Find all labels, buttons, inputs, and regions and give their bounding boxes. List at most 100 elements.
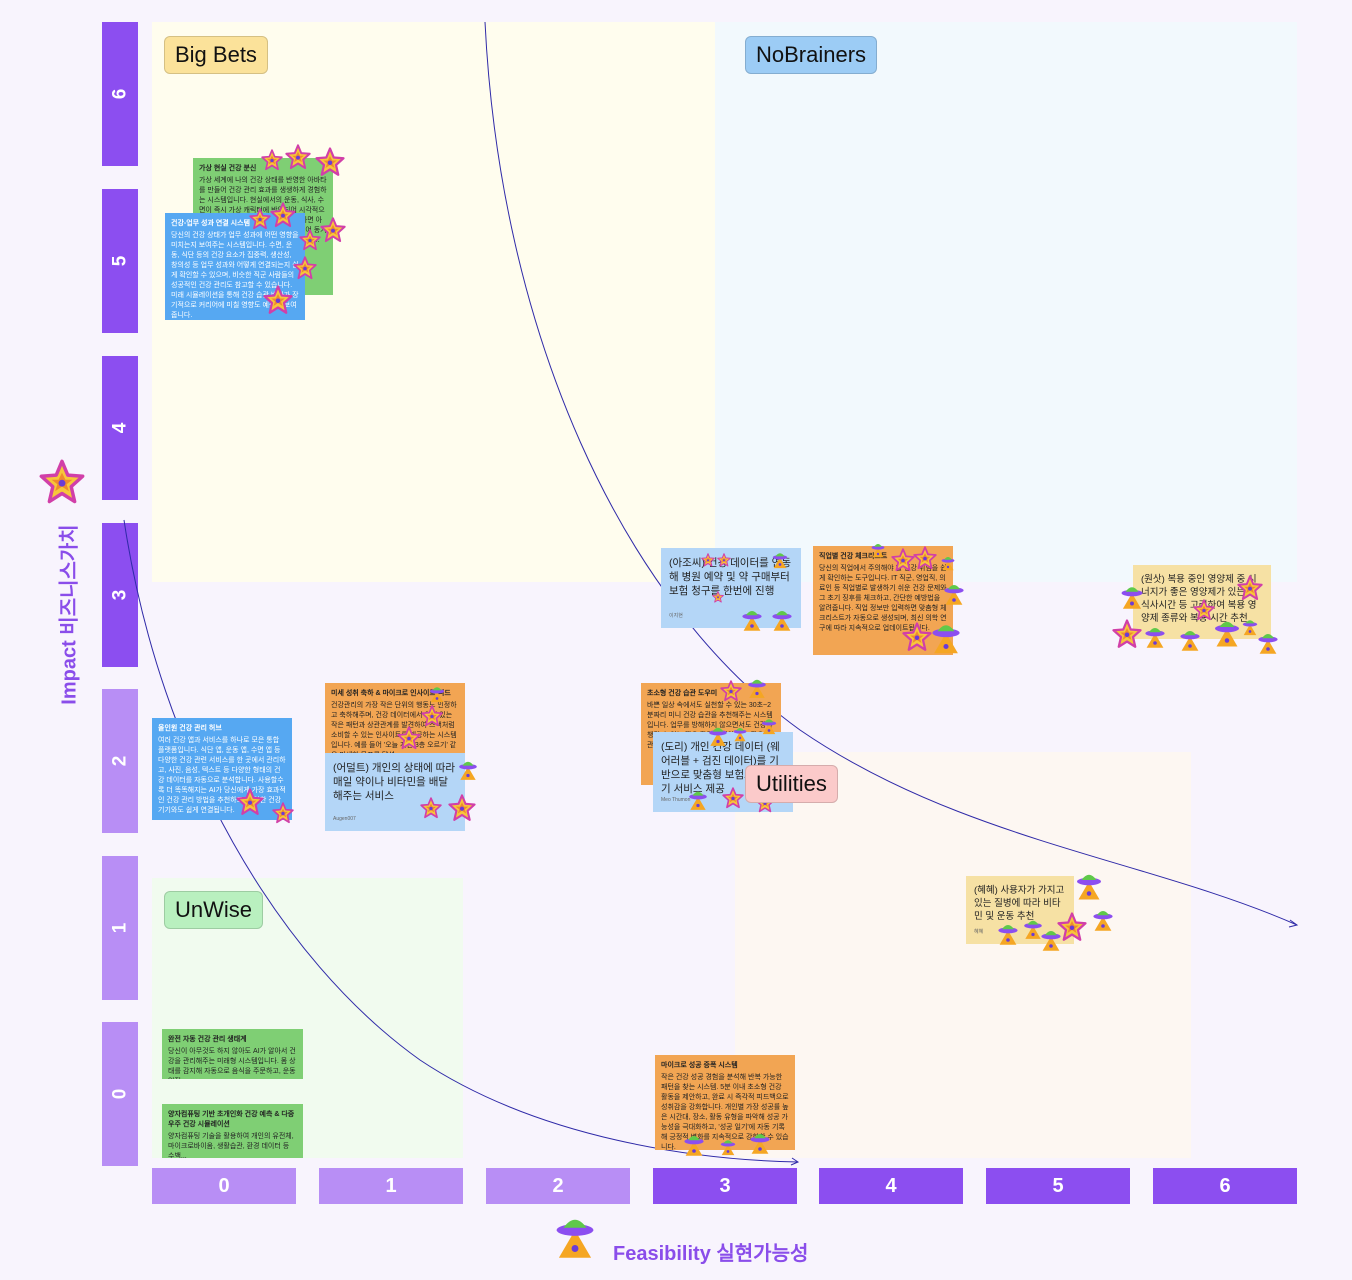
note-title: 올인원 건강 관리 허브 (158, 725, 222, 732)
sticky-note[interactable]: 미세 성취 축하 & 마이크로 인사이트 피드 건강관리의 가장 작은 단위의 … (325, 683, 465, 753)
ufo-icon (941, 557, 955, 571)
ufo-icon (459, 761, 477, 780)
sticky-note[interactable]: (원삿) 복용 중인 영양제 중 시너지가 좋은 영양제가 있는지, 식사시간 … (1133, 565, 1271, 639)
ufo-icon (944, 585, 964, 605)
x-axis-title: Feasibility 실현가능성 (613, 1243, 809, 1265)
big-bets-label: Big Bets (164, 36, 268, 74)
ufo-icon (429, 687, 445, 703)
x-tick-6: 6 (1153, 1168, 1297, 1204)
y-tick-5: 5 (102, 189, 138, 333)
sticky-note[interactable]: 건강-업무 성과 연결 시스템 당신의 건강 상태가 업무 성과에 어떤 영향을… (165, 213, 305, 320)
ufo-icon (1242, 620, 1258, 636)
ufo-icon (750, 1134, 770, 1154)
x-tick-2: 2 (486, 1168, 630, 1204)
ufo-icon (1180, 631, 1200, 651)
x-tick-5: 5 (986, 1168, 1130, 1204)
sticky-note[interactable]: (어덜트) 개인의 상태에 따라 매일 약이나 비타민을 배달해주는 서비스 A… (325, 753, 465, 831)
ufo-icon (1093, 911, 1113, 931)
note-title: 양자컴퓨팅 기반 초개인화 건강 예측 & 다중우주 건강 시뮬레이션 (168, 1111, 295, 1128)
sticky-note[interactable]: 올인원 건강 관리 허브 여러 건강 앱과 서비스를 하나로 모은 통합 플랫폼… (152, 718, 292, 820)
star-icon (1112, 619, 1142, 648)
star-icon (263, 285, 293, 314)
ufo-icon (1258, 634, 1278, 654)
ufo-icon (709, 727, 727, 746)
note-body: (어덜트) 개인의 상태에 따라 매일 약이나 비타민을 배달해주는 서비스 (333, 762, 456, 802)
note-title: 마이크로 성공 증폭 시스템 (661, 1062, 738, 1069)
star-icon (270, 202, 296, 228)
note-body: (혜혜) 사용자가 가지고 있는 질병에 따라 비타민 및 운동 추천 (974, 885, 1065, 922)
note-author: 혜혜 (974, 929, 984, 935)
star-icon (299, 229, 321, 251)
ufo-icon (684, 1136, 704, 1156)
note-body: 여러 건강 앱과 서비스를 하나로 모은 통합 플랫폼입니다. 식단 앱, 운동… (158, 737, 286, 814)
star-icon (39, 459, 85, 504)
sticky-note[interactable]: (혜혜) 사용자가 가지고 있는 질병에 따라 비타민 및 운동 추천 혜혜 (966, 876, 1074, 944)
ufo-icon (998, 925, 1018, 945)
utilities-zone (735, 752, 1191, 1158)
y-tick-1: 1 (102, 856, 138, 1000)
note-author: Augen007 (333, 816, 356, 822)
ufo-icon (1145, 628, 1165, 648)
utilities-label: Utilities (745, 765, 838, 803)
note-body: 당신의 건강 상태가 업무 성과에 어떤 영향을 미치는지 보여주는 시스템입니… (171, 232, 299, 319)
ufo-icon (932, 625, 960, 654)
star-icon (236, 788, 264, 815)
ufo-icon (748, 679, 766, 698)
star-icon (891, 548, 915, 572)
ufo-icon (1121, 587, 1143, 609)
star-icon (421, 705, 443, 727)
ufo-icon (1041, 931, 1061, 951)
note-author: 이지현 (669, 613, 683, 619)
y-tick-4: 4 (102, 356, 138, 500)
star-icon (420, 797, 442, 819)
note-title: 직업별 건강 체크리스트 (819, 553, 888, 560)
star-icon (293, 256, 317, 280)
note-title: 가상 현실 건강 분신 (199, 165, 257, 172)
unwise-label: UnWise (164, 891, 264, 929)
ufo-icon (772, 611, 792, 631)
sticky-note[interactable]: 완전 자동 건강 관리 생태계 당신이 아무것도 하지 않아도 AI가 알아서 … (162, 1029, 303, 1079)
note-body: 당신의 직업에서 주의해야 할 건강 위험을 쉽게 확인하는 도구입니다. IT… (819, 565, 947, 632)
ufo-icon (1024, 920, 1042, 939)
y-tick-3: 3 (102, 523, 138, 667)
star-icon (261, 149, 283, 171)
sticky-note[interactable]: 마이크로 성공 증폭 시스템 작은 건강 성공 경험을 분석해 반복 가능한 패… (655, 1055, 795, 1150)
y-axis-title: Impact 비즈니스가치 (58, 524, 81, 705)
note-title: 완전 자동 건강 관리 생태계 (168, 1036, 247, 1043)
note-body: 작은 건강 성공 경험을 분석해 반복 가능한 패턴을 찾는 시스템. 5분 이… (661, 1074, 789, 1150)
y-tick-0: 0 (102, 1022, 138, 1166)
note-body: 건강관리의 가장 작은 단위의 행동도 인정하고 축하해주며, 건강 데이터에서… (331, 702, 457, 753)
note-title: 초소형 건강 습관 도우미 (647, 690, 718, 697)
note-body: 양자컴퓨팅 기술을 활용하여 개인의 유전체, 마이크로바이옴, 생활습관, 환… (168, 1133, 294, 1158)
ufo-icon (1077, 874, 1101, 900)
note-body: (아조씨) 건강 데이터를 연동해 병원 예약 및 약 구매부터 보험 청구를 … (669, 557, 792, 597)
y-tick-2: 2 (102, 689, 138, 833)
star-icon (320, 217, 346, 243)
star-icon (913, 546, 937, 570)
star-icon (315, 147, 345, 176)
x-tick-4: 4 (819, 1168, 963, 1204)
note-author: Meo Thumon (661, 797, 691, 803)
star-icon (722, 787, 744, 809)
note-title: 미세 성취 축하 & 마이크로 인사이트 피드 (331, 690, 451, 697)
ufo-icon (689, 791, 707, 810)
star-icon (249, 208, 271, 230)
star-icon (720, 680, 742, 702)
star-icon (902, 622, 932, 651)
no-brainers-zone (715, 22, 1297, 582)
star-icon (712, 591, 724, 603)
y-tick-6: 6 (102, 22, 138, 166)
x-tick-3: 3 (653, 1168, 797, 1204)
star-icon (701, 553, 715, 567)
star-icon (397, 726, 421, 750)
star-icon (1193, 599, 1215, 621)
ufo-icon (556, 1219, 594, 1258)
ufo-icon (871, 544, 885, 558)
note-title: 건강-업무 성과 연결 시스템 (171, 220, 251, 227)
ufo-icon (772, 553, 788, 569)
no-brainers-label: NoBrainers (745, 36, 878, 74)
sticky-note[interactable]: 양자컴퓨팅 기반 초개인화 건강 예측 & 다중우주 건강 시뮬레이션 양자컴퓨… (162, 1104, 303, 1158)
ufo-icon (1215, 621, 1239, 647)
star-icon (448, 794, 476, 821)
star-icon (272, 802, 294, 824)
